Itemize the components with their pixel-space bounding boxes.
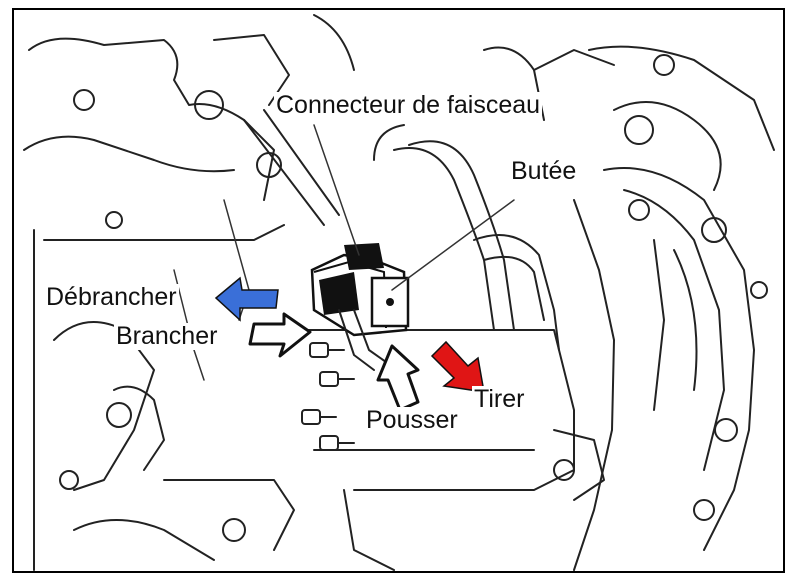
bolt [309,342,345,358]
bolt [319,435,355,451]
harness-connector [310,243,410,371]
engine-block-right [483,45,775,571]
leader-lines [313,124,515,291]
arrow-push [376,344,420,412]
engine-line-drawing [23,14,775,571]
engine-block-left [23,14,355,571]
label-push: Pousser [364,406,460,434]
label-connect: Brancher [114,322,220,350]
label-pull: Tirer [472,385,527,413]
bolt [301,409,337,425]
hoses [243,109,560,351]
label-harness-connector: Connecteur de faisceau [274,91,543,119]
arrow-pull [430,340,485,393]
bolts [301,342,355,451]
label-stop: Butée [509,157,579,185]
diagram-frame: Connecteur de faisceau Butée Débrancher … [12,8,785,573]
lower-block [293,329,605,571]
arrow-connect [248,312,312,358]
label-disconnect: Débrancher [44,283,179,311]
arrow-disconnect [214,276,279,322]
bolt [319,371,355,387]
